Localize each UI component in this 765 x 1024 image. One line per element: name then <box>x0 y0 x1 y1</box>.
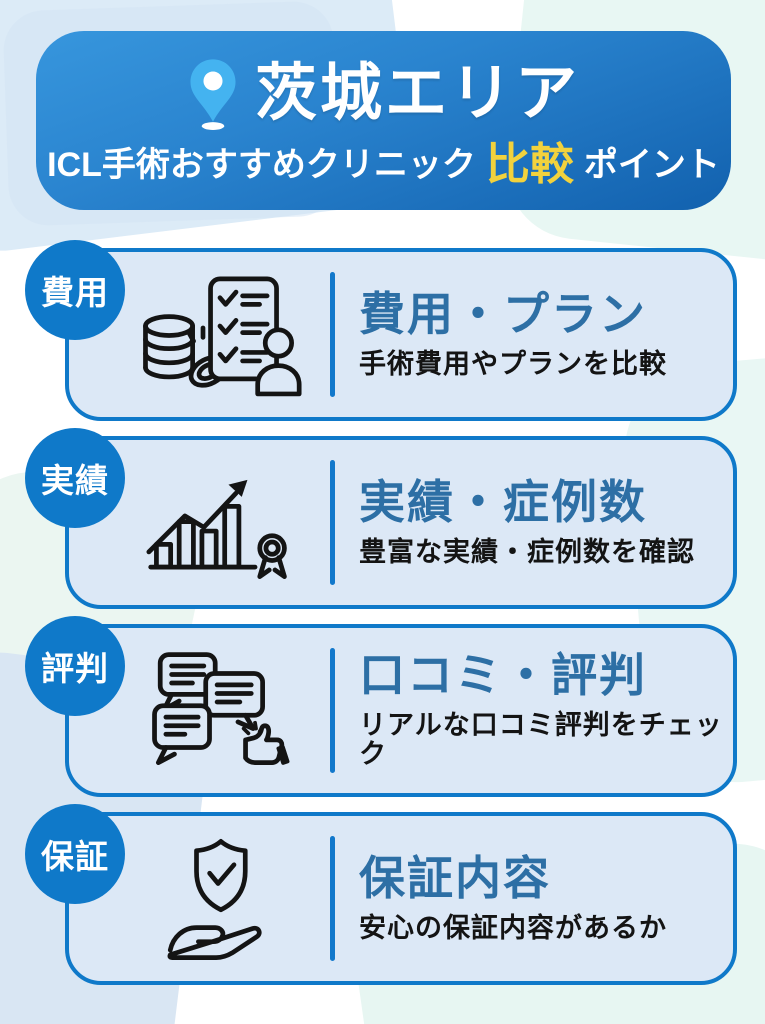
card-text-area: 費用・プラン 手術費用やプランを比較 <box>359 287 667 380</box>
badge-reviews: 評判 <box>25 616 125 716</box>
badge-label: 費用 <box>41 274 109 311</box>
divider-line <box>330 272 335 397</box>
badge-label: 実績 <box>41 462 109 499</box>
card-text-area: 保証内容 安心の保証内容があるか <box>359 851 667 944</box>
card-results: 実績 実績・症例数 豊富な実績・症例数を確認 <box>25 428 737 609</box>
header-title-row: 茨城エリア <box>187 55 580 133</box>
coins-checklist-icon <box>142 276 302 396</box>
badge-label: 保証 <box>41 838 109 875</box>
card-icon-area <box>99 816 339 981</box>
card-title: 口コミ・評判 <box>359 648 647 701</box>
card-description: 手術費用やプランを比較 <box>359 348 667 379</box>
header-subtitle: ICL手術おすすめクリニック 比較 ポイント <box>47 139 720 189</box>
card-text-area: 口コミ・評判 リアルな口コミ評判をチェック <box>359 648 733 771</box>
card-cost: 費用 <box>25 240 737 421</box>
divider-line <box>330 648 335 773</box>
card-title: 保証内容 <box>359 851 551 904</box>
page-title: 茨城エリア <box>254 58 580 128</box>
card-icon-area <box>99 252 339 417</box>
card-icon-area <box>99 440 339 605</box>
card-title: 費用・プラン <box>359 287 647 340</box>
card-warranty: 保証 保証内容 安心の保証内容があるか <box>25 804 737 985</box>
chat-bubbles-thumbs-up-icon <box>152 651 290 765</box>
card-description: 安心の保証内容があるか <box>359 912 667 943</box>
badge-label: 評判 <box>41 650 109 687</box>
card-title: 実績・症例数 <box>359 475 647 528</box>
subtitle-suffix: ポイント <box>583 145 720 184</box>
subtitle-prefix: ICL手術おすすめクリニック <box>47 145 476 184</box>
card-description: 豊富な実績・症例数を確認 <box>359 536 695 567</box>
badge-results: 実績 <box>25 428 125 528</box>
card-text-area: 実績・症例数 豊富な実績・症例数を確認 <box>359 475 695 568</box>
shield-hand-icon <box>167 838 262 960</box>
growth-chart-award-icon <box>146 479 287 579</box>
card-icon-area <box>99 628 339 793</box>
divider-line <box>330 836 335 961</box>
badge-warranty: 保証 <box>25 804 125 904</box>
card-description: リアルな口コミ評判をチェック <box>359 709 723 770</box>
badge-cost: 費用 <box>25 240 125 340</box>
header-banner: 茨城エリア ICL手術おすすめクリニック 比較 ポイント <box>36 31 731 210</box>
subtitle-highlight: 比較 <box>485 139 574 189</box>
location-pin-icon <box>190 58 236 130</box>
divider-line <box>330 460 335 585</box>
card-reviews: 評判 <box>25 616 737 797</box>
